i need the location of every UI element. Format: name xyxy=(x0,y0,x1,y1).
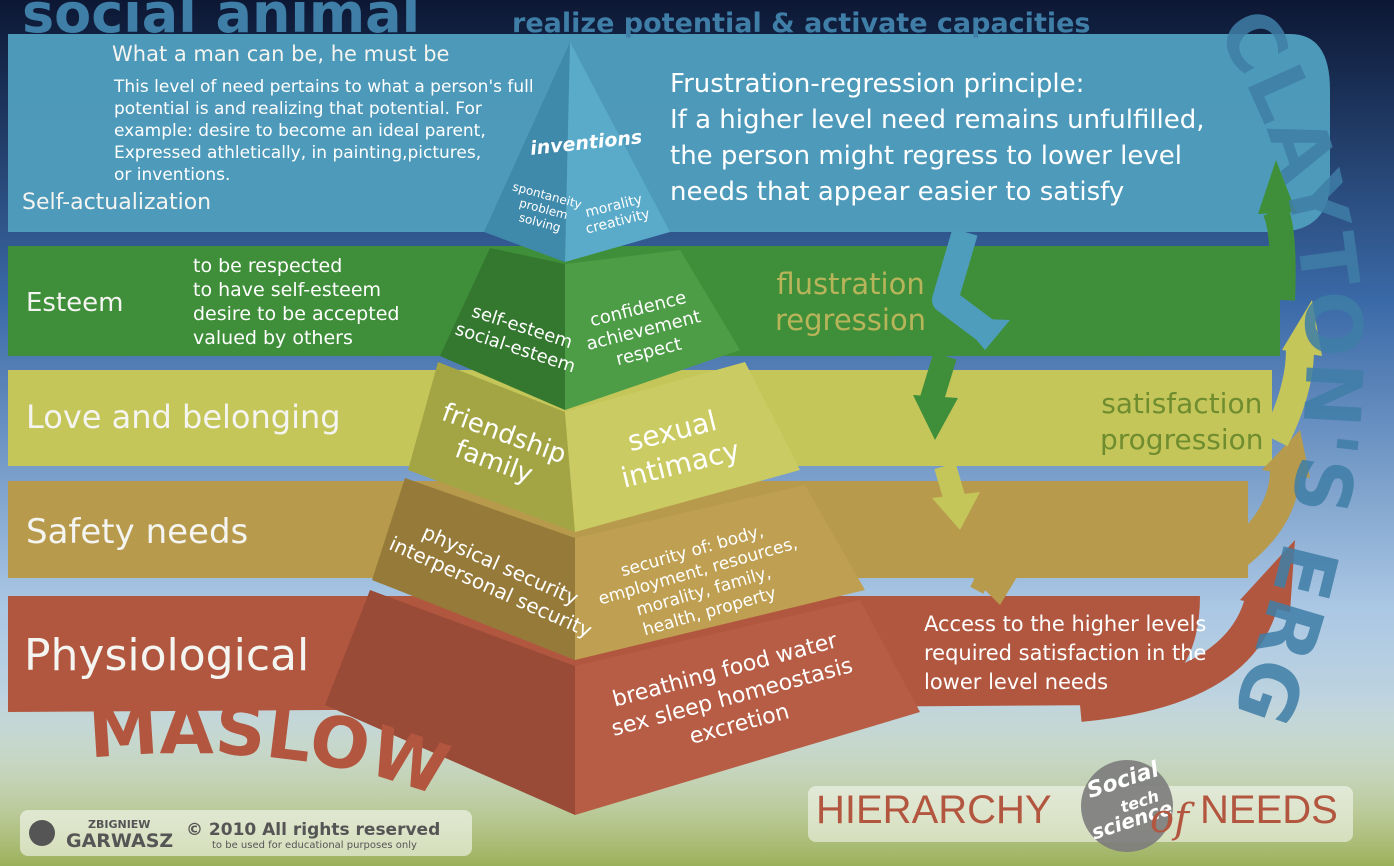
self-actualization-quote: What a man can be, he must be xyxy=(112,42,450,66)
of-word: of xyxy=(1150,796,1189,842)
band-self-actualization xyxy=(8,34,1330,232)
principle-line: If a higher level need remains unfulfill… xyxy=(670,105,1205,135)
esteem-title: Esteem xyxy=(26,288,124,318)
progression-arrow-gold xyxy=(1220,469,1300,573)
regression-arrow-lime xyxy=(934,462,966,504)
self-actualization-description: This level of need pertains to what a pe… xyxy=(114,76,534,186)
satisfaction-progression-text: satisfaction progression xyxy=(1100,386,1264,458)
desc-line: potential is and realizing that potentia… xyxy=(114,99,482,119)
author-name-bottom: GARWASZ xyxy=(66,830,174,852)
progression-arrow-lime xyxy=(1262,349,1314,447)
footer-left-panel xyxy=(20,810,472,856)
regression-arrowhead-green xyxy=(913,395,958,440)
love-title: Love and belonging xyxy=(26,398,341,436)
progression-arrow-brown xyxy=(1078,595,1279,722)
label-line: required satisfaction in the xyxy=(924,641,1207,665)
pyramid-love-right xyxy=(565,362,800,532)
regression-arrowhead-blue xyxy=(958,318,1010,350)
footer-right-panel xyxy=(808,786,1353,842)
safety-title: Safety needs xyxy=(26,512,249,552)
pyramid-safety-right xyxy=(575,485,865,660)
rss-icon xyxy=(29,820,55,846)
pyramid-physio-left xyxy=(325,590,575,815)
access-higher-levels-text: Access to the higher levels required sat… xyxy=(924,610,1206,697)
progression-arrowhead-brown xyxy=(1240,540,1295,612)
desc-line: desire to be accepted xyxy=(193,303,400,325)
flustration-regression-text: flustration regression xyxy=(775,266,926,338)
principle-line: Frustration-regression principle: xyxy=(670,69,1085,99)
desc-line: or inventions. xyxy=(114,165,231,185)
social-tech-science-logo xyxy=(1081,760,1173,852)
label-line: satisfaction xyxy=(1101,387,1263,420)
progression-arrowhead-green xyxy=(1258,160,1296,214)
needs-word: NEEDS xyxy=(1200,788,1338,832)
principle-line: needs that appear easier to satisfy xyxy=(670,177,1125,207)
label-line: regression xyxy=(775,303,927,337)
desc-line: to be respected xyxy=(193,255,343,277)
desc-line: to have self-esteem xyxy=(193,279,382,301)
regression-arrowhead-gold xyxy=(970,572,1020,605)
copyright-text: © 2010 All rights reserved xyxy=(186,820,441,840)
author-name-top: ZBIGNIEW xyxy=(88,818,151,831)
label-line: flustration xyxy=(776,267,925,301)
copyright-note: to be used for educational purposes only xyxy=(212,840,417,851)
hierarchy-word: HIERARCHY xyxy=(816,788,1052,832)
label-line: lower level needs xyxy=(924,670,1109,694)
frustration-principle-text: Frustration-regression principle: If a h… xyxy=(670,66,1205,210)
header-social-animal: social animal xyxy=(22,0,421,45)
progression-arrow-green xyxy=(1263,204,1296,301)
pyramid-love-left xyxy=(408,362,575,532)
desc-line: This level of need pertains to what a pe… xyxy=(114,77,534,97)
pyramid-safety-left xyxy=(372,478,575,660)
desc-line: Expressed athletically, in painting,pict… xyxy=(114,143,482,163)
physiological-title: Physiological xyxy=(24,630,310,681)
header-tagline: realize potential & activate capacities xyxy=(512,8,1091,39)
regression-arrowhead-lime xyxy=(932,492,980,530)
desc-line: example: desire to become an ideal paren… xyxy=(114,121,486,141)
label-line: progression xyxy=(1100,423,1264,456)
label-line: Access to the higher levels xyxy=(924,612,1207,636)
pyramid-esteem-left xyxy=(440,248,565,410)
esteem-description: to be respected to have self-esteem desi… xyxy=(193,254,399,350)
pyramid-esteem-right xyxy=(565,250,740,410)
pyramid-physio-right xyxy=(575,600,920,815)
principle-line: the person might regress to lower level xyxy=(670,141,1182,171)
pyramid-self-left xyxy=(484,42,570,262)
progression-arrowhead-gold xyxy=(1262,430,1310,478)
desc-line: valued by others xyxy=(193,327,353,349)
pyramid-self-right xyxy=(565,42,670,262)
progression-arrowhead-lime xyxy=(1282,300,1322,356)
self-actualization-title: Self-actualization xyxy=(22,190,212,215)
